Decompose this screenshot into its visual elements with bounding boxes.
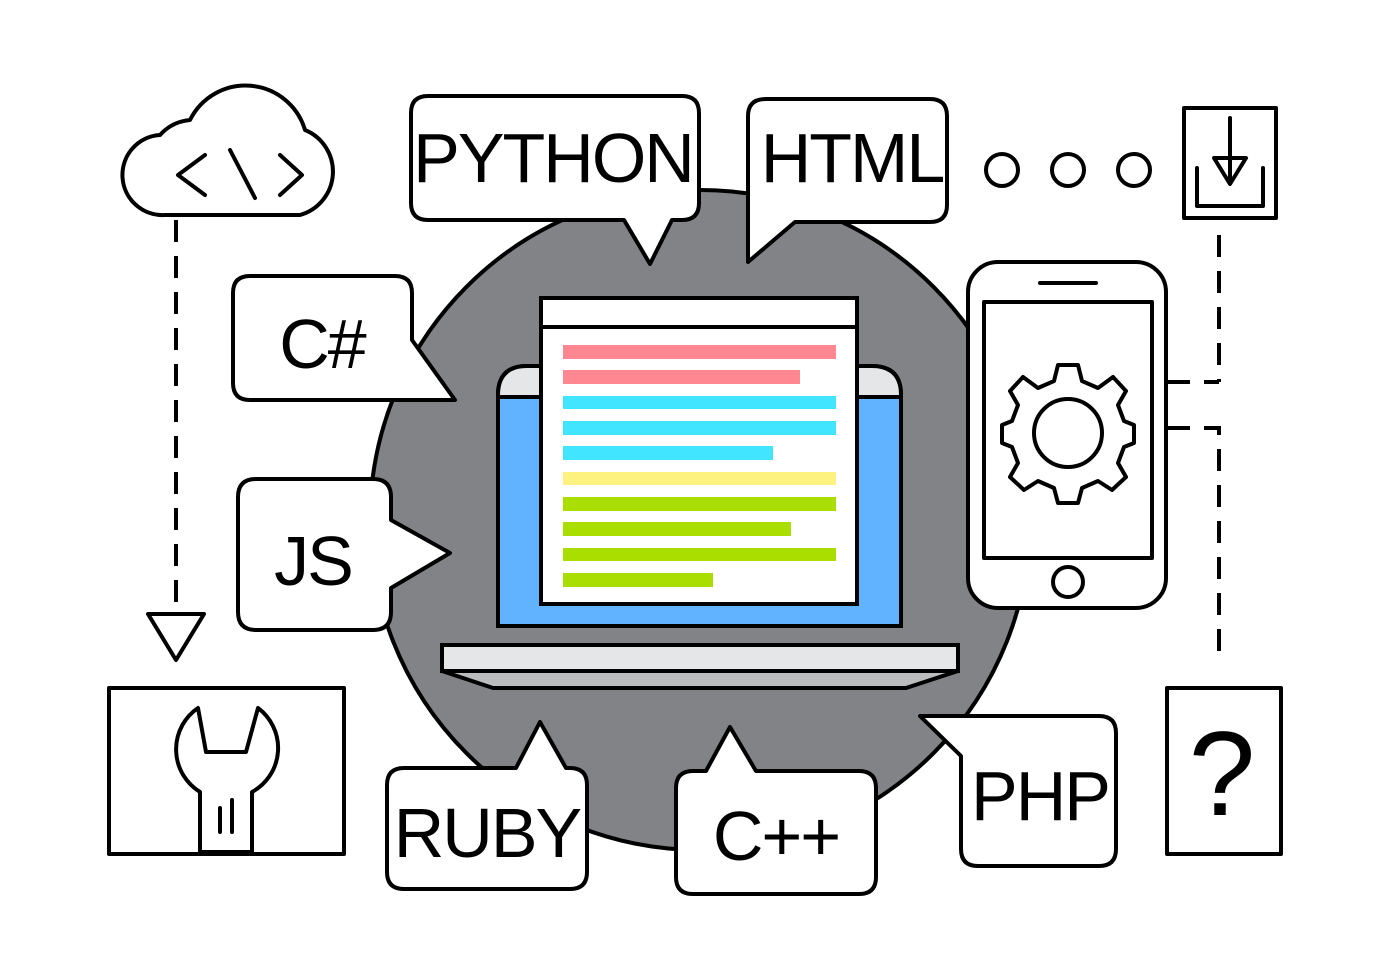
question-mark-icon: ? — [1189, 707, 1256, 841]
dashed-connectors — [146, 220, 1221, 662]
gear-icon — [1000, 363, 1136, 505]
code-line — [563, 396, 836, 409]
help-box: ? — [1165, 686, 1283, 856]
csharp-bubble: C# — [231, 274, 457, 402]
cpp-bubble: C++ — [674, 725, 878, 896]
csharp-label: C# — [279, 305, 367, 383]
html-label: HTML — [761, 119, 944, 197]
code-line — [563, 446, 773, 460]
code-line — [563, 370, 800, 384]
js-label: JS — [274, 522, 352, 600]
js-bubble: JS — [236, 477, 452, 632]
code-window — [539, 296, 859, 606]
wrench-icon — [107, 686, 346, 856]
python-label: PYTHON — [413, 119, 693, 197]
php-bubble: PHP — [918, 714, 1118, 868]
cloud-code-icon — [120, 83, 335, 218]
laptop-icon — [440, 296, 960, 690]
code-line — [563, 345, 836, 359]
smartphone-icon — [966, 260, 1168, 610]
code-line — [563, 497, 836, 511]
more-dots-icon — [984, 152, 1152, 188]
html-bubble: HTML — [746, 97, 949, 264]
code-line — [563, 548, 836, 561]
ruby-bubble: RUBY — [385, 720, 589, 891]
code-line — [563, 573, 713, 587]
code-line — [563, 522, 791, 536]
python-bubble: PYTHON — [409, 94, 701, 266]
cpp-label: C++ — [713, 797, 839, 875]
arrow-down-icon — [146, 612, 206, 662]
php-label: PHP — [971, 757, 1109, 835]
code-line — [563, 421, 836, 435]
ruby-label: RUBY — [394, 794, 582, 872]
code-line — [563, 472, 836, 485]
download-icon — [1182, 106, 1278, 220]
